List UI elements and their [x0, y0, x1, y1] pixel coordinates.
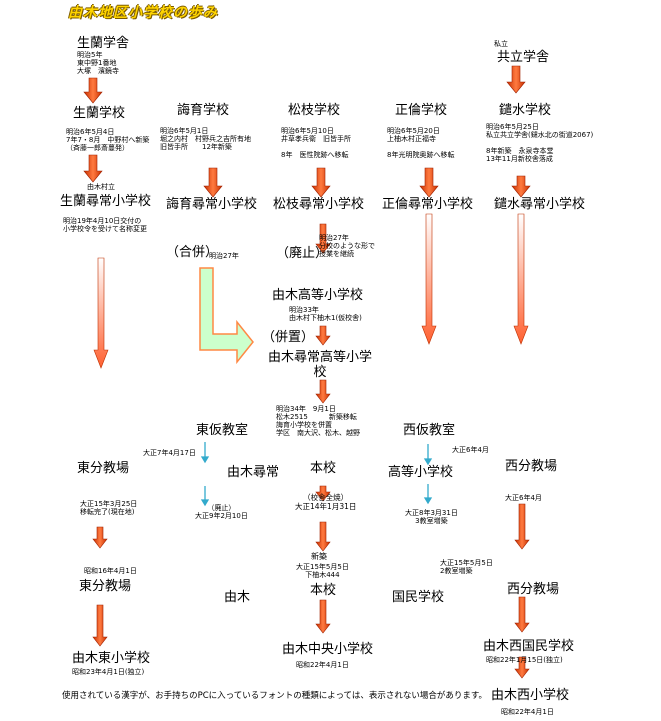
heichi-label: （併置）: [262, 330, 315, 345]
arrow-kyoritsu-2: [511, 175, 531, 198]
shoran-gakusha: 生蘭学舎: [77, 36, 130, 51]
tall-arrow-east: [93, 257, 109, 369]
yugi-jinjo-note: （廃止） 大正9年2月10日: [195, 504, 248, 521]
page-title: 由木地区小学校の歩み: [68, 5, 218, 21]
west-ext-note: 大正15年5月5日 2教室増築: [440, 559, 493, 576]
shinchiku-note: 大正15年5月5日 下柚木444: [296, 563, 349, 580]
east-kari-date: 大正7年4月17日: [143, 449, 196, 457]
west-bunkyo: 西分教場: [505, 459, 558, 474]
arrow-koto-1: [315, 325, 331, 346]
shiritsu-label: 私立: [494, 40, 508, 48]
arrow-shoran-2: [83, 154, 103, 183]
seirin-gakko: 正倫学校: [395, 103, 448, 118]
yugi-chuo-date: 昭和22年4月1日: [296, 661, 349, 669]
arrow-seirin-1: [419, 167, 439, 198]
honko-fire: （校舎全焼） 大正14年1月31日: [295, 493, 357, 511]
arrow-west-2: [514, 596, 530, 633]
arrow-kyoritsu-1: [506, 65, 526, 94]
kokumin-gakko: 国民学校: [392, 590, 445, 605]
seirin-jinjo: 正倫尋常小学校: [382, 197, 474, 212]
shoran-gakko: 生蘭学校: [73, 106, 126, 121]
yugi-higashi-date: 昭和23年4月1日(独立): [72, 668, 145, 676]
west-bunkyo2: 西分教場: [507, 582, 560, 597]
kyoritsu-gakusha: 共立学舎: [497, 50, 550, 65]
yugi-nishi-kokumin: 由木西国民学校: [483, 639, 575, 654]
honko-2: 本校: [310, 583, 337, 598]
footer-note: 使用されている漢字が、お手持ちのPCに入っているフォントの種類によっては、表示さ…: [62, 691, 488, 701]
shoshi-jinjo: 松枝尋常小学校: [273, 197, 365, 212]
arrow-honko-1: [315, 485, 331, 502]
tall-arrow-west: [421, 213, 437, 345]
kaiiku-gakko: 誨育学校: [177, 103, 230, 118]
east-bunkyo: 東分教場: [77, 461, 130, 476]
arrow-kaiiku-1: [203, 167, 223, 198]
yugi-sonritsu: 由木村立: [87, 183, 115, 191]
merge-hook-arrow: [199, 267, 254, 365]
arrow-shoshi-1: [311, 167, 331, 198]
yarimizu-gakko-note: 明治6年5月25日 私立共立学舎(鑓水北の街道2067) 8年新築 永泉寺本堂 …: [486, 123, 594, 164]
kaiiku-gakko-note: 明治6年5月1日 堀之内村 村野兵之吉所有地 旧皆手所 12年新築: [160, 127, 251, 152]
shoshi-jinjo-note: 明治27年 分校のような形で 授業を継続: [319, 234, 375, 259]
yugi-nishi-date: 昭和22年4月1日: [501, 708, 554, 716]
honko: 本校: [310, 461, 337, 476]
arrow-shoran-1: [83, 77, 103, 104]
yugi-nishi: 由木西小学校: [491, 688, 570, 703]
west-koto-note: 大正8年3月31日 3教室増築: [405, 509, 458, 526]
shoran-gakusha-note: 明治5年 東中野1番地 大塚 濱鏡寺: [77, 51, 119, 76]
shoran-jinjo-note: 明治19年4月10日交付の 小学校令を受けて名称変更: [63, 217, 147, 234]
yugi-nishi-kokumin-date: 昭和22年1月15日(独立): [486, 656, 563, 664]
yarimizu-gakko: 鑓水学校: [499, 103, 552, 118]
seirin-gakko-note: 明治6年5月20日 上柚木村正福寺 8年光明院奥跡へ移転: [387, 127, 455, 160]
shoshi-gakko: 松枝学校: [288, 103, 341, 118]
west-bunkyo-date: 大正6年4月: [505, 494, 542, 502]
arrow-west-1: [514, 503, 530, 550]
merge-year: 明治27年: [209, 252, 239, 260]
kaiiku-jinjo: 誨育尋常小学校: [166, 197, 258, 212]
merge-label: （合併）: [166, 245, 219, 260]
arrow-shoshi-2: [315, 223, 331, 254]
east-kari: 東仮教室: [196, 423, 249, 438]
arrow-east-1: [92, 526, 108, 549]
yugi-jinjo-koto: 由木尋常高等小学 校: [268, 350, 373, 380]
east-date2: 大正15年3月25日 移転完了(現在地): [80, 500, 138, 517]
yugi-higashi: 由木東小学校: [72, 651, 151, 666]
yarimizu-jinjo: 鑓水尋常小学校: [494, 197, 586, 212]
shoshi-gakko-note: 明治6年5月10日 井草孝兵衛 旧皆手所 8年 医性院跡へ移転: [281, 127, 351, 160]
east-bunkyo2: 東分教場: [79, 579, 132, 594]
yugi-label: 由木: [224, 590, 251, 605]
tall-arrow-kyoritsu: [513, 213, 529, 345]
west-kari-date: 大正6年4月: [452, 446, 489, 454]
west-kari: 西仮教室: [403, 423, 456, 438]
arrow-honko-2: [315, 521, 331, 552]
arrow-jinjo-1: [315, 379, 331, 404]
shoran-jinjo: 生蘭尋常小学校: [60, 194, 152, 209]
yugi-jinjo-koto-note: 明治34年 9月1日 松木2515 新築移転 誨育小学校を併置 学区 南大沢、松…: [276, 405, 360, 438]
arrow-honko-3: [315, 599, 331, 634]
arrow-east-2: [92, 604, 108, 647]
west-koto: 高等小学校: [388, 465, 454, 480]
yugi-jinjo: 由木尋常: [227, 465, 280, 480]
east-date3: 昭和16年4月1日: [84, 567, 137, 575]
abolish-label: （廃止）: [276, 246, 329, 261]
yugi-koto-note: 明治33年 由木村下柚木1(仮校舎): [289, 306, 362, 323]
yugi-chuo: 由木中央小学校: [282, 642, 374, 657]
arrow-west-3: [514, 656, 530, 679]
yugi-koto: 由木高等小学校: [272, 288, 364, 303]
shinchiku: 新築: [311, 552, 327, 561]
shoran-gakko-note: 明治6年5月4日 7年7・8月 中野村へ新築 （斉藤一郎斎蔓発）: [66, 128, 150, 153]
